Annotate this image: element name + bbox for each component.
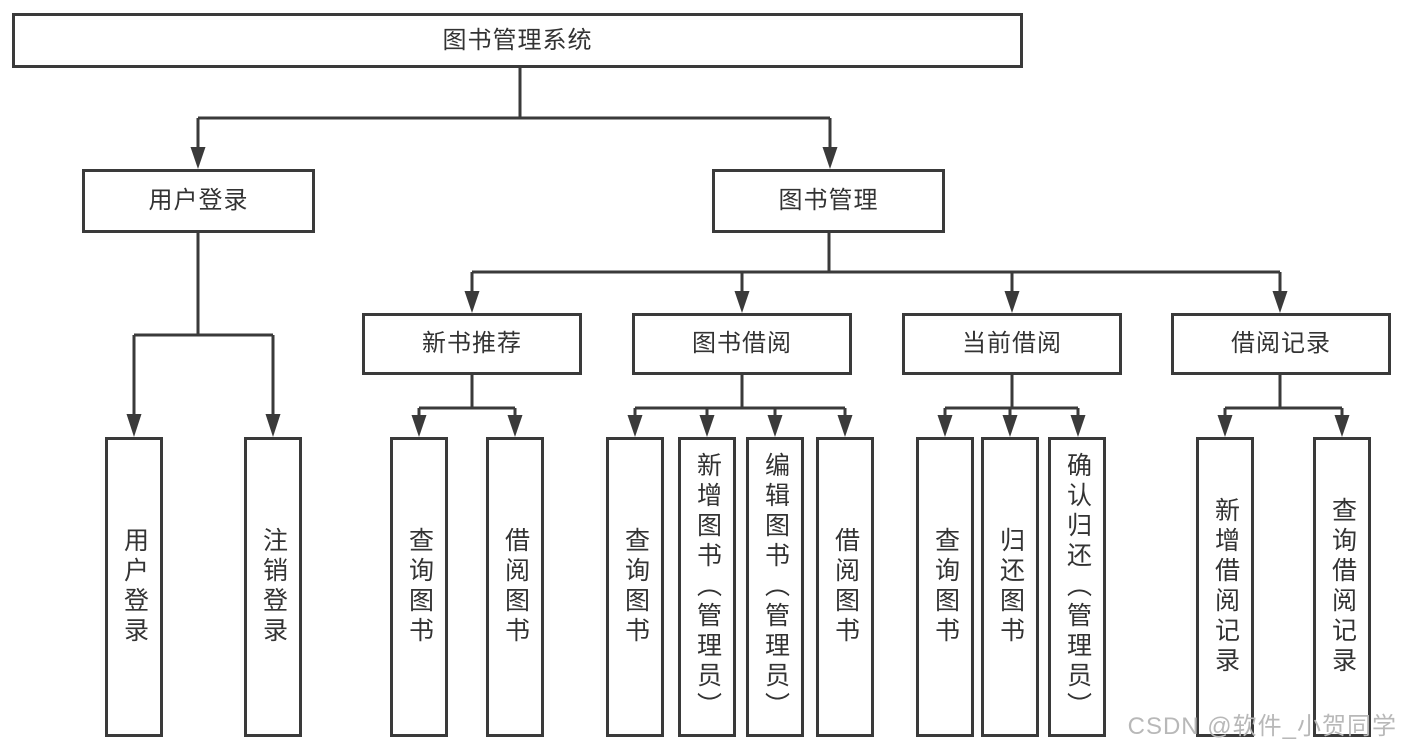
node-user-login: 用户登录 bbox=[82, 169, 315, 233]
node-new-book-recommend: 新书推荐 bbox=[362, 313, 582, 375]
leaf-confirm-return-admin: 确认归还（管理员） bbox=[1048, 437, 1106, 737]
leaf-query-books-borrow: 查询图书 bbox=[606, 437, 664, 737]
node-borrow-records: 借阅记录 bbox=[1171, 313, 1391, 375]
leaf-logout: 注销登录 bbox=[244, 437, 302, 737]
node-current-borrow: 当前借阅 bbox=[902, 313, 1122, 375]
leaf-return-books: 归还图书 bbox=[981, 437, 1039, 737]
leaf-add-books-admin: 新增图书（管理员） bbox=[678, 437, 736, 737]
leaf-query-books-recommend: 查询图书 bbox=[390, 437, 448, 737]
leaf-borrow-books: 借阅图书 bbox=[816, 437, 874, 737]
csdn-watermark: CSDN @软件_小贺同学 bbox=[1127, 713, 1397, 740]
leaf-borrow-books-recommend: 借阅图书 bbox=[486, 437, 544, 737]
leaf-query-borrow-record: 查询借阅记录 bbox=[1313, 437, 1371, 737]
leaf-add-borrow-record: 新增借阅记录 bbox=[1196, 437, 1254, 737]
node-book-borrow: 图书借阅 bbox=[632, 313, 852, 375]
node-library-management-system: 图书管理系统 bbox=[12, 13, 1023, 68]
leaf-edit-books-admin: 编辑图书（管理员） bbox=[746, 437, 804, 737]
leaf-query-books-current: 查询图书 bbox=[916, 437, 974, 737]
node-book-management: 图书管理 bbox=[712, 169, 945, 233]
leaf-user-login: 用户登录 bbox=[105, 437, 163, 737]
